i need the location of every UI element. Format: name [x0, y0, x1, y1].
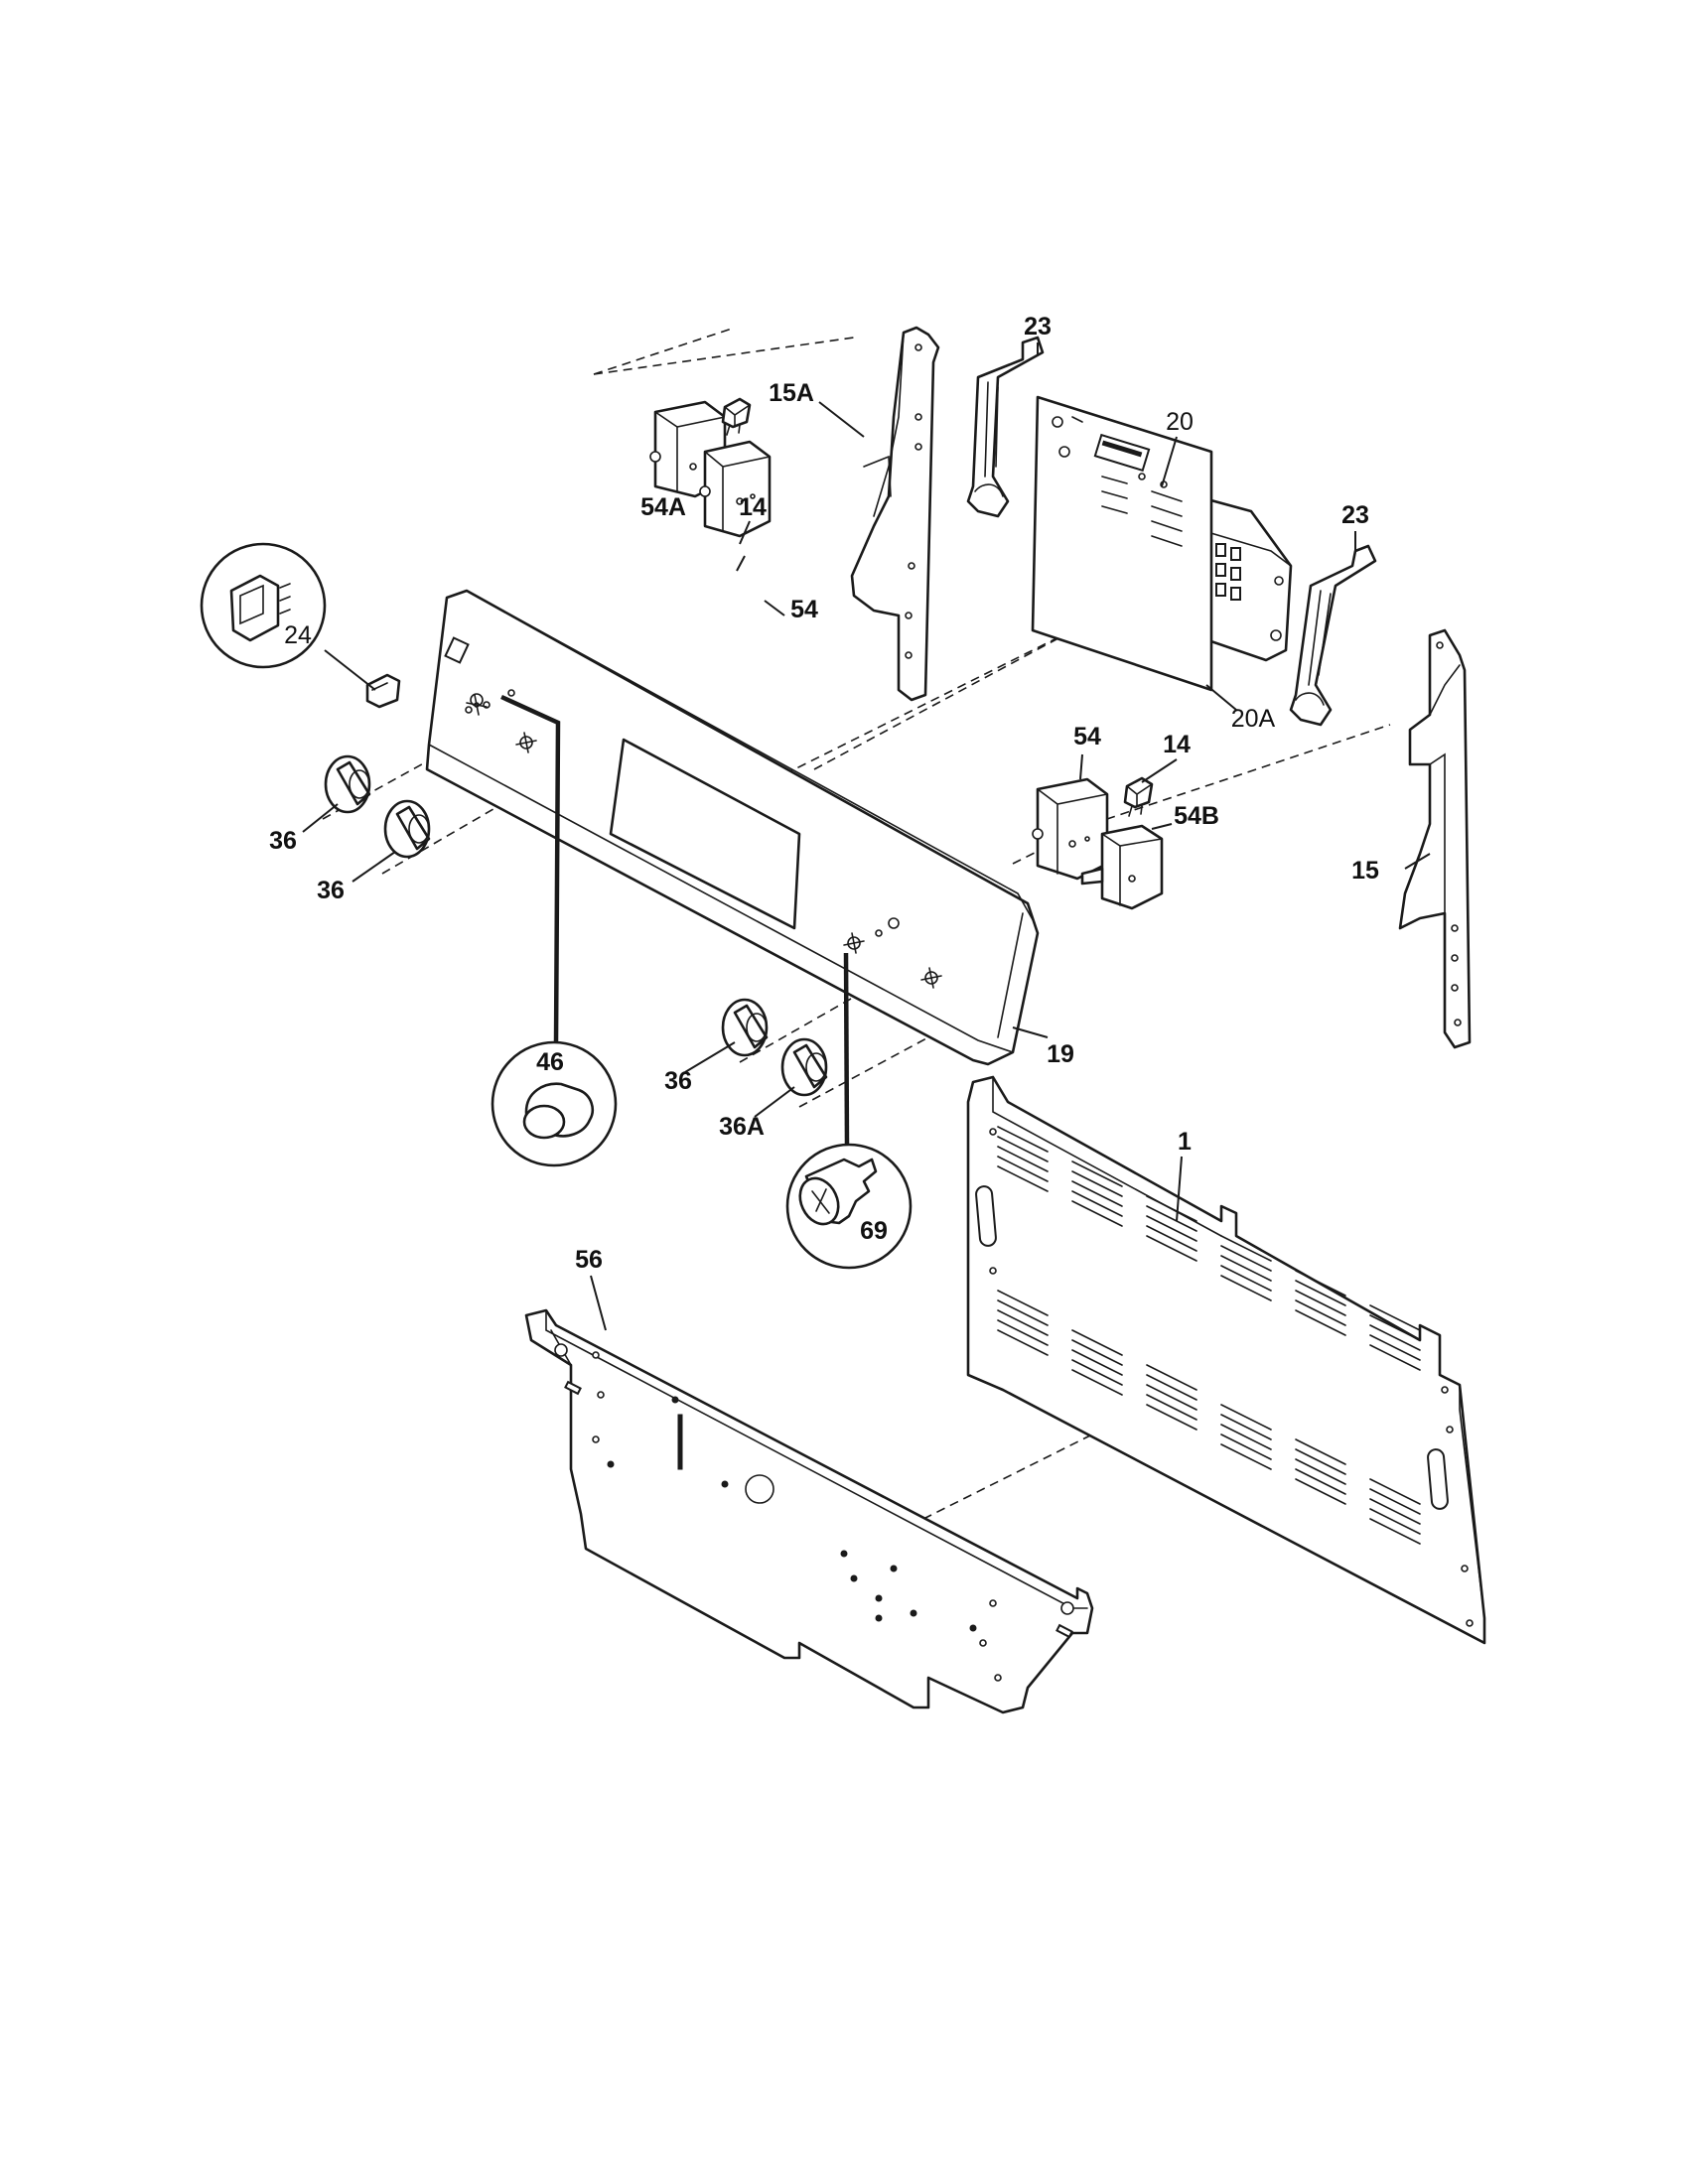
label-20a: 20A: [1231, 705, 1276, 733]
label-23-right: 23: [1341, 501, 1369, 529]
rear-panel-1: [966, 1075, 1486, 1645]
end-bracket-15a: [850, 326, 940, 702]
label-15a: 15A: [769, 379, 814, 407]
label-36-c: 36: [664, 1067, 692, 1095]
rocker-switch-24: [365, 673, 401, 709]
infinite-switch-54-top: [699, 440, 772, 538]
end-bracket-15: [1398, 628, 1472, 1049]
label-54b: 54B: [1174, 802, 1219, 830]
label-56: 56: [575, 1246, 603, 1274]
trim-clip-23-left: [966, 336, 1045, 518]
label-36-b: 36: [317, 877, 345, 904]
label-54-top: 54: [790, 596, 818, 623]
trim-clip-23-right: [1289, 544, 1377, 727]
valve-holes: [465, 689, 942, 989]
label-14-right: 14: [1163, 731, 1191, 758]
knob-36a: [780, 1037, 828, 1097]
overlay-panel-20a: [1031, 395, 1213, 692]
knob-36-a: [324, 754, 371, 814]
lower-panel-56: [524, 1308, 1094, 1714]
part-labels: 15A 23 20 23 20A 54A 14 54 24 54 14 54B …: [269, 313, 1379, 1274]
infinite-switch-54b: [1080, 824, 1164, 910]
label-15: 15: [1351, 857, 1379, 885]
knob-36-b: [383, 799, 431, 859]
vent-louvers: [997, 1126, 1421, 1545]
callout-24: [200, 542, 376, 691]
indicator-light-14-top: [721, 397, 752, 436]
label-54a: 54A: [640, 493, 686, 521]
label-46: 46: [536, 1048, 564, 1076]
label-20: 20: [1166, 408, 1194, 436]
mount-dots: [607, 1396, 977, 1632]
label-1: 1: [1178, 1128, 1192, 1156]
control-panel-19: [425, 589, 1040, 1066]
label-36-a: 36: [269, 827, 297, 855]
indicator-light-14-right: [1123, 776, 1154, 817]
label-36a: 36A: [719, 1113, 765, 1141]
label-24: 24: [284, 621, 312, 649]
label-19: 19: [1047, 1040, 1074, 1068]
callout-69: [785, 952, 913, 1270]
label-leaders: [302, 342, 1431, 1331]
infinite-switch-54-right: [1032, 777, 1109, 881]
label-69: 69: [860, 1217, 888, 1245]
knob-36-c: [721, 998, 769, 1057]
label-54-right: 54: [1073, 723, 1101, 751]
label-14-top: 14: [739, 493, 767, 521]
label-23-left: 23: [1024, 313, 1052, 341]
callout-46: [491, 694, 618, 1167]
